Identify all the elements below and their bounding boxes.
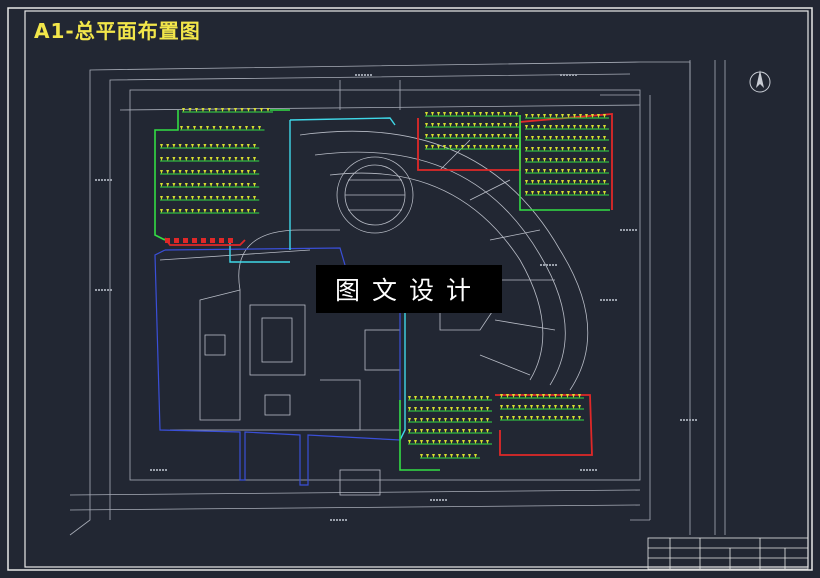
outer-frame xyxy=(7,7,813,571)
road-network xyxy=(69,60,726,536)
cad-annotations xyxy=(95,74,698,521)
inner-frame xyxy=(24,10,809,568)
drawing-title: A1-总平面布置图 xyxy=(34,19,201,43)
building-boundary xyxy=(154,249,401,486)
watermark-banner: 图文设计 xyxy=(316,265,502,313)
fire-lane xyxy=(229,117,406,441)
parking-outlines xyxy=(154,109,610,471)
main-building xyxy=(159,229,401,496)
north-arrow-icon xyxy=(749,70,771,93)
title-block xyxy=(647,537,809,570)
parking-stalls xyxy=(160,108,609,459)
arc-building xyxy=(299,130,589,391)
